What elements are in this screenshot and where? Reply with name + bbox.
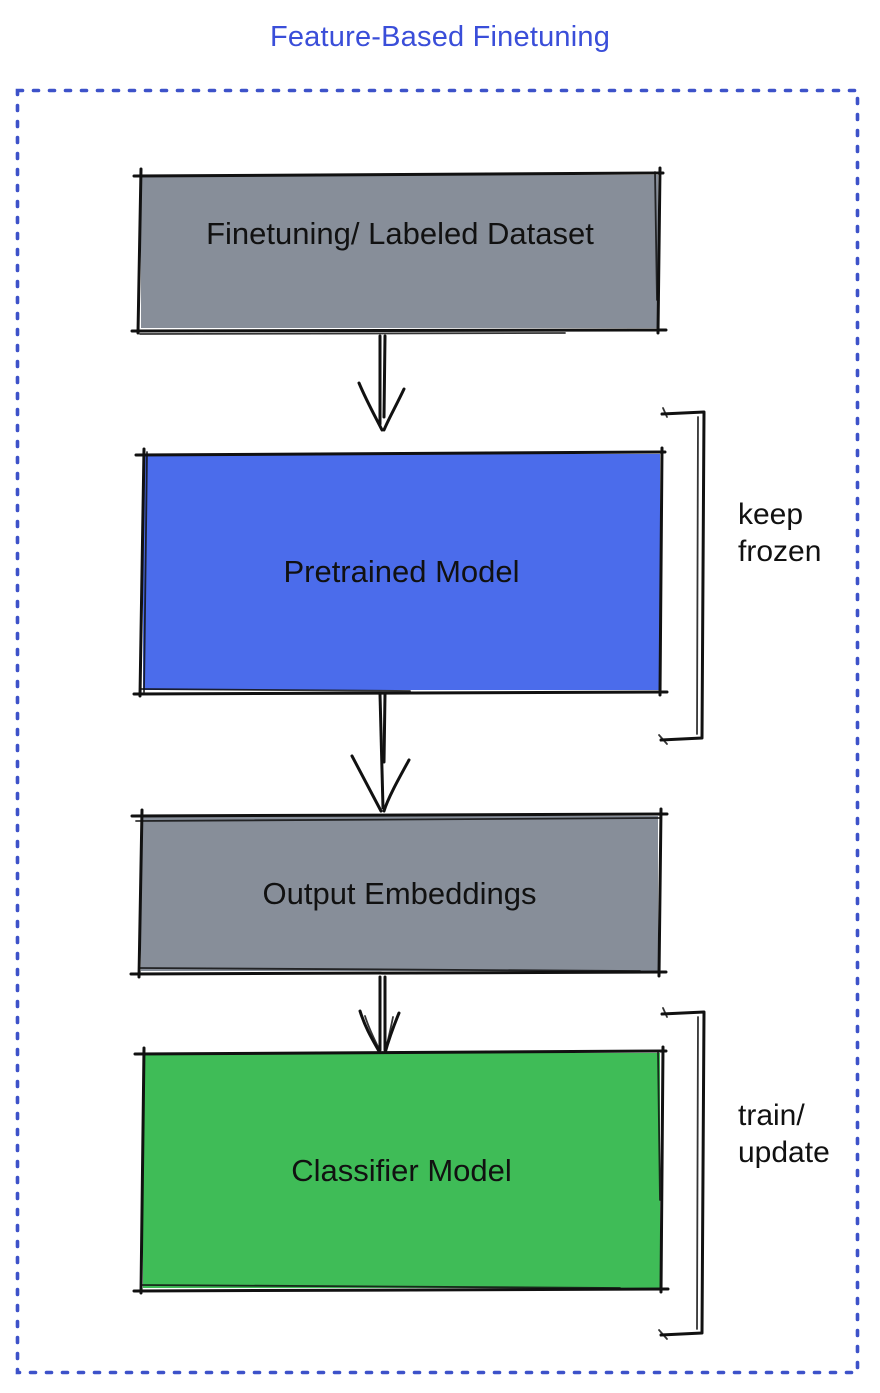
node-pretrained-model-box xyxy=(132,446,669,698)
node-output-embeddings-box xyxy=(129,807,669,979)
node-classifier-model-box xyxy=(132,1045,670,1295)
node-finetuning-dataset-box xyxy=(130,166,668,335)
diagram-title: Feature-Based Finetuning xyxy=(269,21,611,53)
bracket-icon xyxy=(658,407,706,745)
dashed-border xyxy=(15,88,860,1375)
arrow-down-icon xyxy=(357,334,406,432)
arrow-down-icon xyxy=(358,975,401,1055)
arrow-down-icon xyxy=(350,692,411,813)
bracket-icon xyxy=(658,1007,706,1340)
